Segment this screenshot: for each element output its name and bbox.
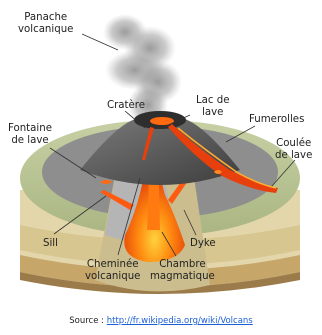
label-line: Dyke [190, 238, 216, 250]
label-line: volcanique [18, 24, 73, 36]
label-panache: Panache volcanique [18, 12, 73, 35]
label-line: Coulée [275, 138, 312, 150]
label-fontaine: Fontaine de lave [8, 123, 52, 146]
label-line: volcanique [85, 271, 140, 283]
label-line: Fumerolles [249, 114, 304, 126]
label-cratere: Cratère [107, 100, 145, 112]
label-line: Fontaine [8, 123, 52, 135]
label-line: Cratère [107, 100, 145, 112]
label-lac-de-lave: Lac de lave [196, 95, 230, 118]
label-dyke: Dyke [190, 238, 216, 250]
source-prefix: Source : [69, 316, 106, 326]
source-link[interactable]: http://fr.wikipedia.org/wiki/Volcans [107, 316, 253, 326]
label-coulee: Coulée de lave [275, 138, 312, 161]
label-line: Chambre [150, 259, 215, 271]
label-line: Panache [18, 12, 73, 24]
label-line: lave [196, 107, 230, 119]
label-line: Lac de [196, 95, 230, 107]
label-line: magmatique [150, 271, 215, 283]
label-sill: Sill [43, 238, 58, 250]
source-credit: Source : http://fr.wikipedia.org/wiki/Vo… [0, 316, 322, 326]
label-chambre: Chambre magmatique [150, 259, 215, 282]
label-line: Sill [43, 238, 58, 250]
label-line: de lave [8, 135, 52, 147]
label-cheminee: Cheminée volcanique [85, 259, 140, 282]
label-fumerolles: Fumerolles [249, 114, 304, 126]
label-line: de lave [275, 150, 312, 162]
label-line: Cheminée [85, 259, 140, 271]
